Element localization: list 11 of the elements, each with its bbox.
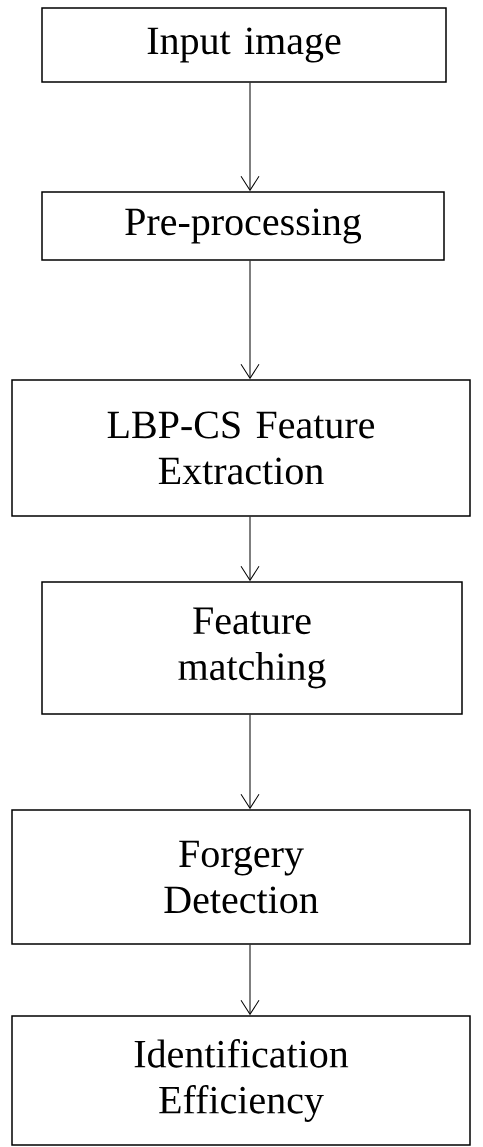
arrow <box>240 260 260 379</box>
process-box: Forgery Detection <box>11 809 471 945</box>
process-box: Feature matching <box>41 581 463 715</box>
process-box: Input image <box>41 7 447 83</box>
arrow <box>240 944 260 1015</box>
arrow <box>240 516 260 581</box>
process-box: LBP-CS Feature Extraction <box>11 379 471 517</box>
arrow <box>240 82 260 191</box>
arrow <box>240 714 260 809</box>
process-box: Pre-processing <box>41 191 445 261</box>
process-box: Identification Efficiency <box>11 1015 471 1146</box>
